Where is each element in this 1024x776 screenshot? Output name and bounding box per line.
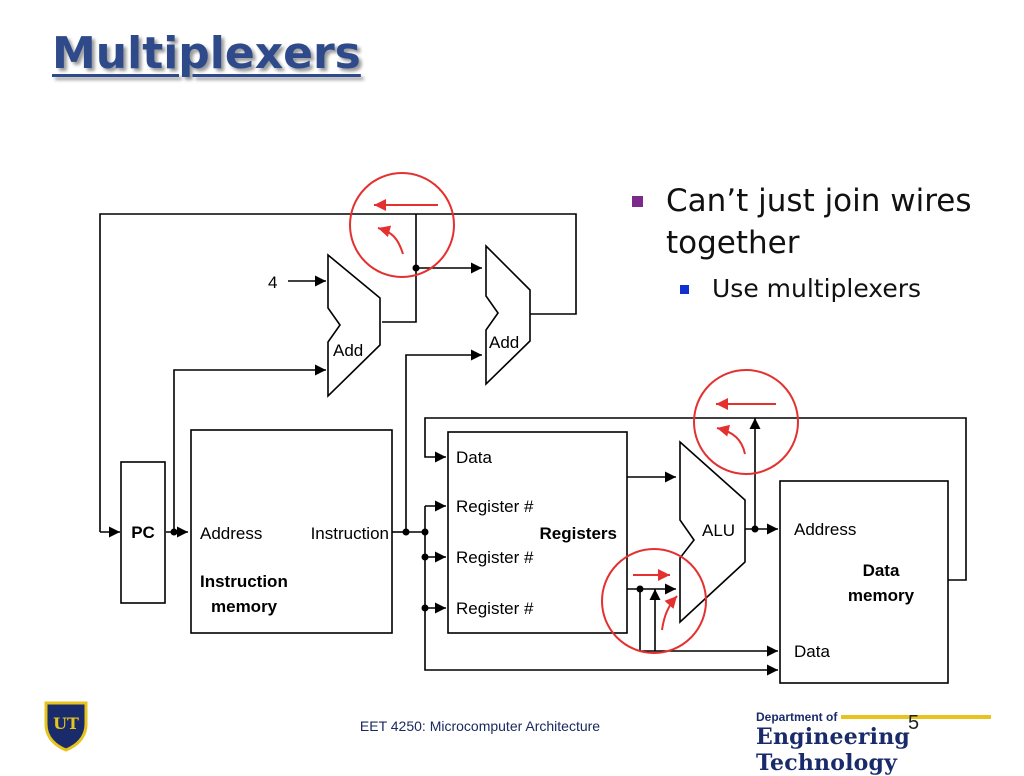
wire-junctions <box>170 264 759 612</box>
adder-2-label: Add <box>489 333 519 352</box>
adder-1-label: Add <box>333 341 363 360</box>
red-arrow-curve-right <box>716 424 746 455</box>
instr-address-label: Address <box>200 524 262 543</box>
wires <box>99 213 967 676</box>
adder-1 <box>327 253 381 398</box>
data-memory-box <box>779 480 949 684</box>
instruction-memory-box <box>190 429 393 634</box>
highlight-annotations <box>349 172 799 654</box>
logo-small-text: Department of <box>756 710 838 724</box>
page-title: Multiplexers <box>52 28 361 79</box>
reg-port-3-label: Register # <box>456 599 534 618</box>
logo-gold-bar <box>841 714 992 719</box>
bullet-item: Can’t just join wires together <box>632 180 1012 264</box>
dmem-name-1: Data <box>863 561 900 580</box>
dmem-name-2: memory <box>848 586 915 605</box>
registers-name: Registers <box>540 524 617 543</box>
footer-course-title: EET 4250: Microcomputer Architecture <box>359 718 601 734</box>
red-arrow-curve-bottom <box>661 595 678 631</box>
instr-memory-name-2: memory <box>211 597 278 616</box>
reg-data-label: Data <box>456 448 492 467</box>
bullet-list: Can’t just join wires together Use multi… <box>632 180 1012 306</box>
sub-bullet-text: Use multiplexers <box>712 274 922 303</box>
instr-instruction-label: Instruction <box>311 524 389 543</box>
alu-label: ALU <box>702 521 735 540</box>
constant-four-label: 4 <box>268 273 277 292</box>
registers-box <box>447 431 628 634</box>
shield-letters: UT <box>53 714 79 733</box>
bullet-text: Can’t just join wires together <box>666 183 972 261</box>
pc-label: PC <box>131 523 155 542</box>
bullet-square-icon <box>632 196 643 207</box>
instr-memory-name-1: Instruction <box>200 572 288 591</box>
datapath-diagram: 4 Add Add PC Address Instruction Instruc… <box>99 172 967 684</box>
adder-2 <box>485 244 531 386</box>
dmem-address-label: Address <box>794 520 856 539</box>
highlight-circle-right <box>693 369 799 475</box>
pc-box <box>120 461 166 604</box>
slide-number: 5 <box>908 712 920 734</box>
reg-port-1-label: Register # <box>456 497 534 516</box>
logo-big-text: Engineering Technology <box>756 724 911 776</box>
reg-port-2-label: Register # <box>456 548 534 567</box>
sub-bullet-item: Use multiplexers <box>632 272 1012 306</box>
red-arrow-curve-top <box>377 225 404 255</box>
alu-shape <box>679 440 746 624</box>
university-shield-icon: UT <box>44 701 88 752</box>
highlight-circle-bottom <box>601 548 707 654</box>
sub-bullet-square-icon <box>680 285 689 294</box>
department-logo: Department of Engineering Technology <box>756 708 1024 776</box>
dmem-data-label: Data <box>794 642 830 661</box>
highlight-circle-top <box>349 172 455 278</box>
